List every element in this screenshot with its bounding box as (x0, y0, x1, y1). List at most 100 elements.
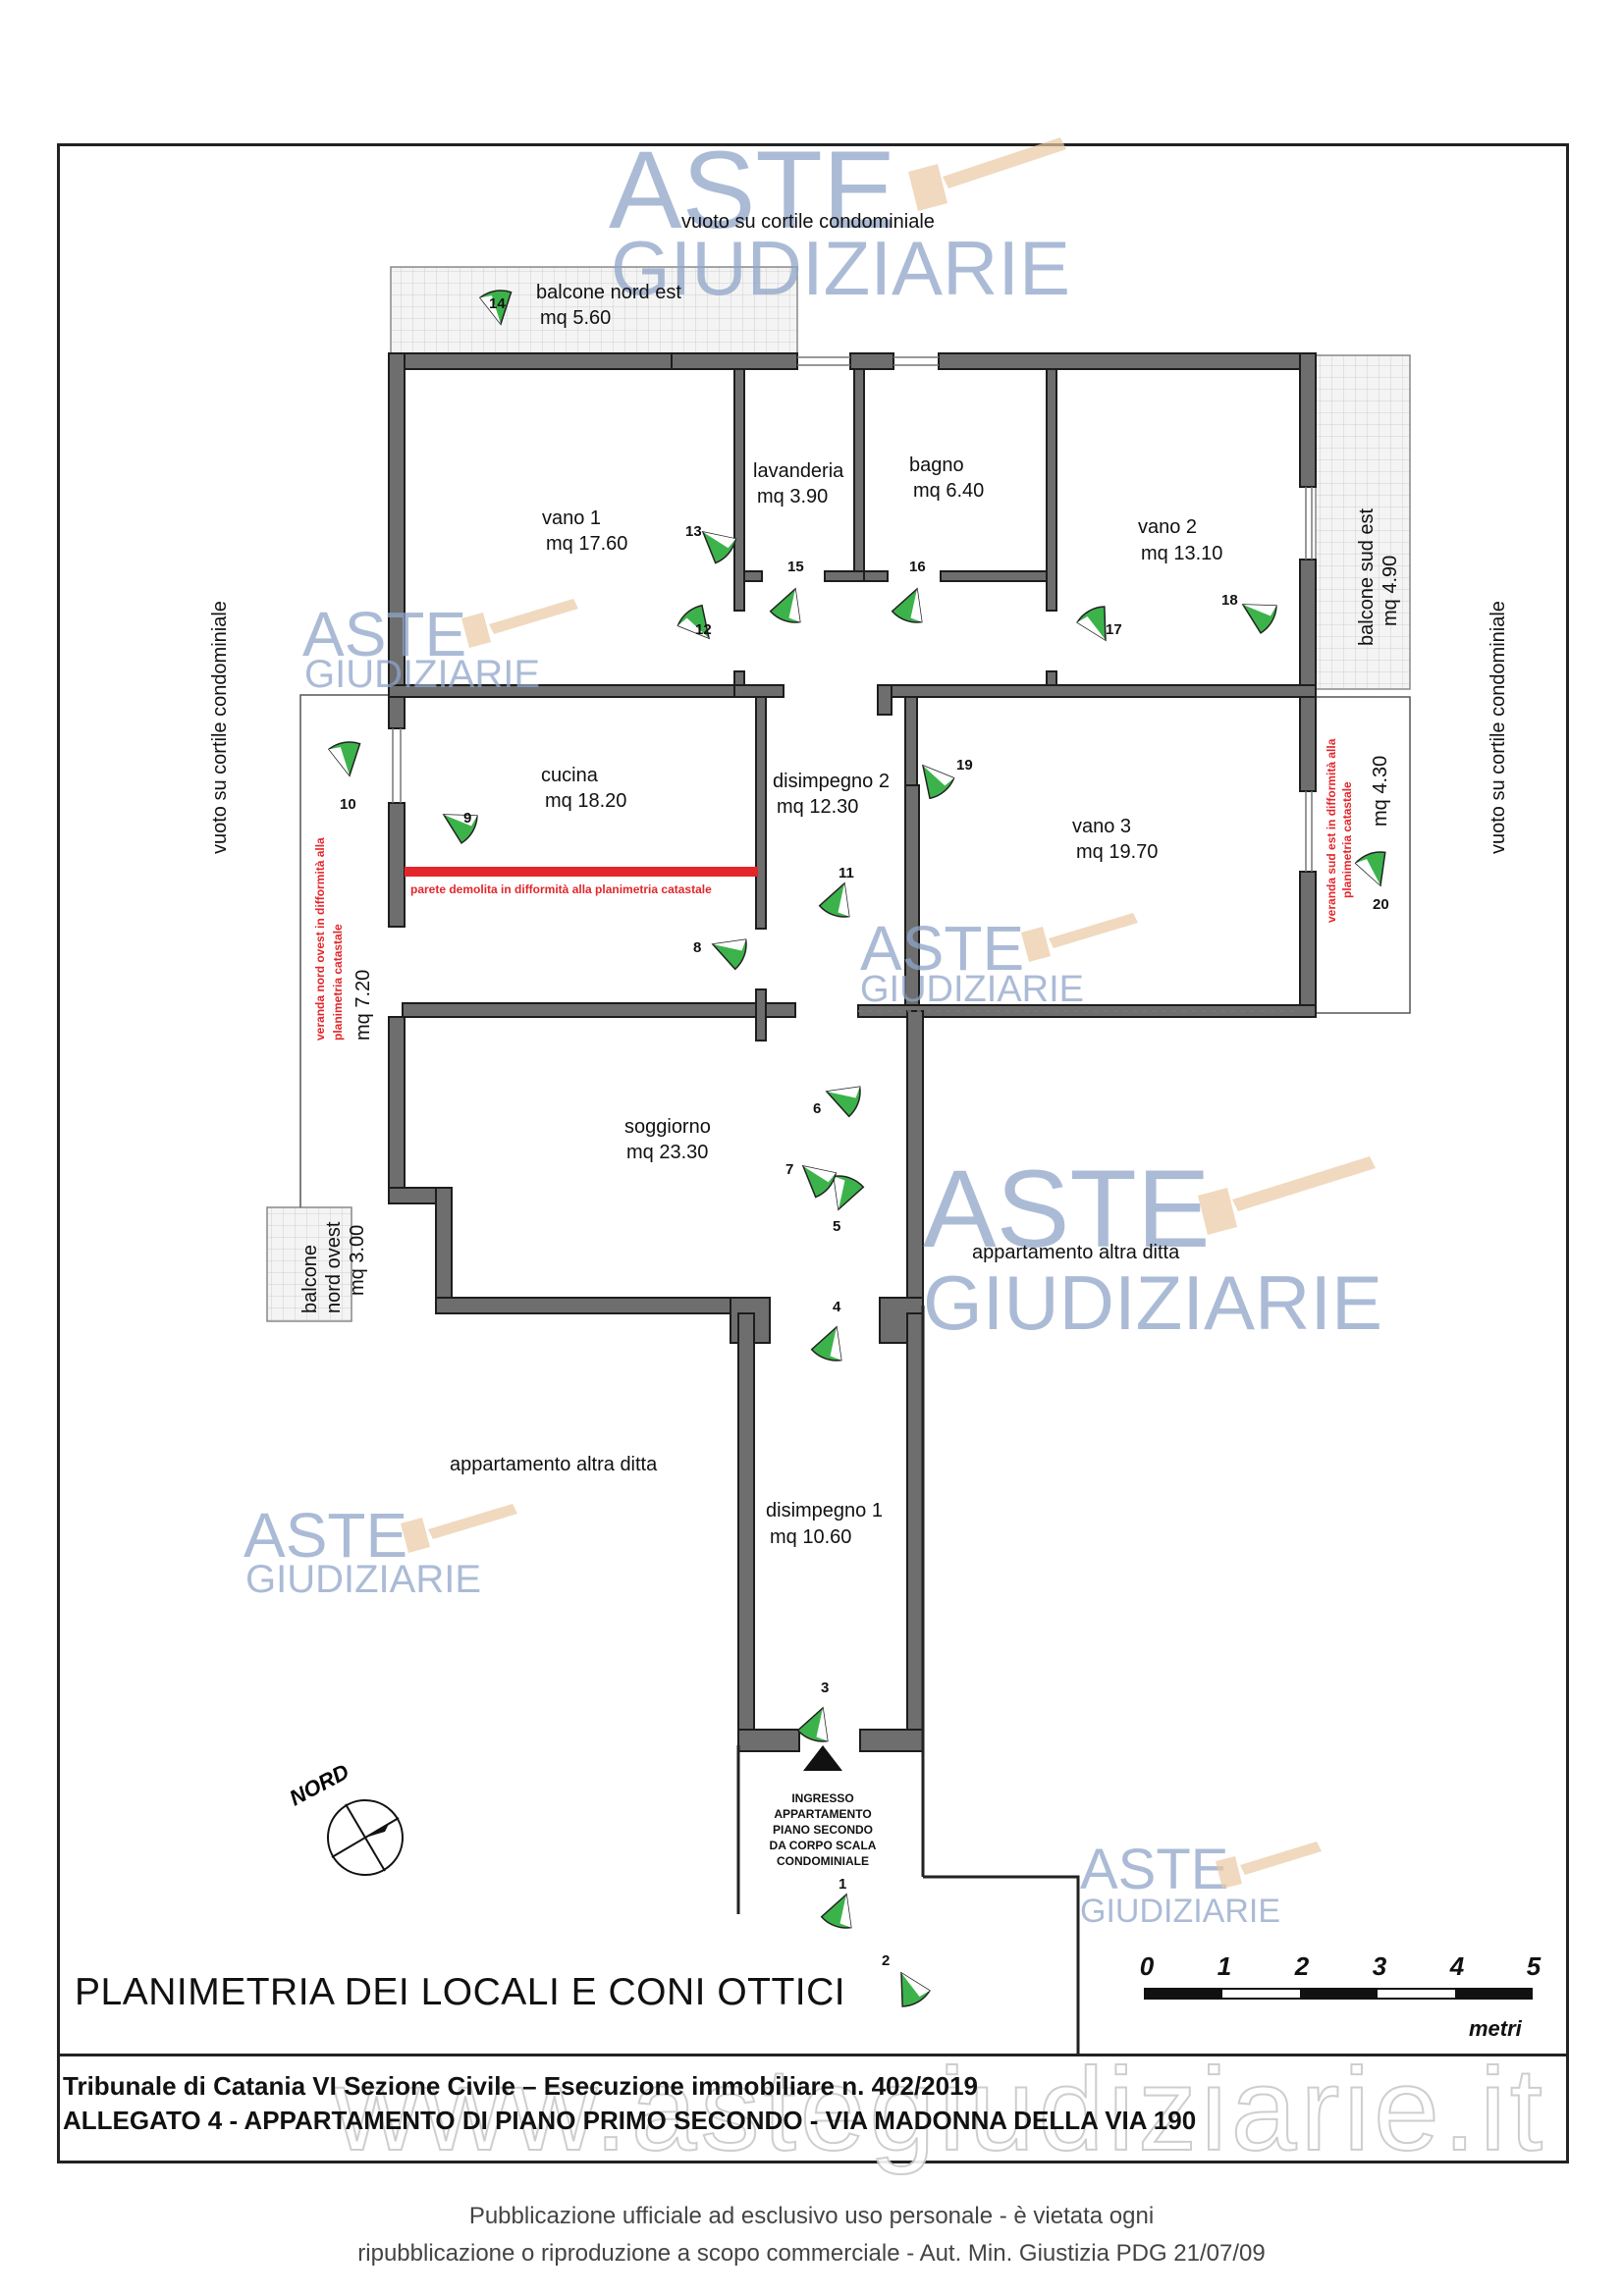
area-soggiorno: mq 23.30 (626, 1142, 708, 1163)
gavel-icon (908, 137, 1066, 211)
view-cone-number: 2 (882, 1952, 890, 1969)
view-cone-2: 2 (882, 1952, 931, 2007)
view-cone-number: 7 (785, 1161, 793, 1178)
area-veranda-se: mq 4.30 (1370, 756, 1391, 827)
view-cone-number: 3 (821, 1680, 829, 1696)
area-balcone-ne: mq 5.60 (540, 307, 611, 329)
label-vuoto-right: vuoto su cortile condominiale (1488, 601, 1509, 854)
view-cone-shade (816, 1708, 828, 1741)
label-balcone-ne: balcone nord est (536, 282, 681, 303)
gavel-icons (401, 137, 1376, 1889)
note-veranda-se-2: planimetria catastale (1340, 781, 1354, 898)
view-cone-16: 16 (891, 559, 926, 623)
area-balcone-se: mq 4.90 (1380, 556, 1401, 626)
scale-tick-1: 1 (1217, 1951, 1231, 1981)
view-cone-icon (810, 1325, 842, 1362)
scale-bar: 0 1 2 3 4 5 metri (1140, 1951, 1542, 2041)
view-cone-11: 11 (818, 865, 854, 918)
allegato-line: ALLEGATO 4 - APPARTAMENTO DI PIANO PRIMO… (63, 2106, 1197, 2135)
view-cone-number: 17 (1106, 621, 1122, 638)
view-cone-number: 11 (839, 865, 854, 881)
view-cone-shade (923, 766, 954, 786)
gavel-icon (1198, 1156, 1376, 1235)
title-separator (57, 2054, 1569, 2056)
entrance-arrow-icon (803, 1745, 842, 1771)
view-cone-icon (1241, 604, 1277, 634)
view-cone-shade (788, 589, 800, 622)
view-cone-number: 12 (695, 621, 712, 638)
view-cone-12: 12 (676, 604, 712, 640)
label-lavanderia: lavanderia (753, 460, 844, 482)
view-cone-20: 20 (1354, 851, 1389, 913)
parete-demolita-line (405, 867, 758, 877)
label-disimpegno2: disimpegno 2 (773, 771, 890, 792)
view-cone-shade (827, 1087, 860, 1098)
balcone-nord-ovest-area (266, 1206, 352, 1322)
area-veranda-no: mq 7.20 (352, 970, 374, 1041)
area-disimpegno2: mq 12.30 (777, 796, 858, 818)
view-cone-number: 13 (685, 523, 702, 540)
view-cone-shade (329, 747, 350, 775)
watermark-aste-6: ASTE (1080, 1838, 1229, 1901)
view-cone-number: 6 (813, 1100, 821, 1117)
watermark-aste-3: ASTE (860, 913, 1024, 984)
drawing-frame (57, 143, 1569, 2163)
watermark-giud-5: GIUDIZIARIE (245, 1558, 481, 1601)
compass-label: NORD (286, 1759, 353, 1811)
watermark-giud-4: GIUDIZIARIE (923, 1259, 1382, 1346)
watermark-giud-6: GIUDIZIARIE (1080, 1893, 1280, 1930)
watermark-website: www.astegiudiziarie.it (333, 2043, 1547, 2176)
label-balcone-no1: balcone (299, 1245, 321, 1313)
label-altra-ditta-left: appartamento altra ditta (450, 1454, 658, 1475)
watermark-giud-2: GIUDIZIARIE (304, 653, 540, 696)
watermark-aste-5: ASTE (243, 1500, 407, 1571)
north-compass: NORD (286, 1759, 404, 1876)
svg-text:INGRESSO: INGRESSO (791, 1791, 853, 1805)
area-cucina: mq 18.20 (545, 790, 626, 812)
note-veranda-se-1: veranda sud est in difformità alla (1325, 738, 1338, 923)
view-cone-shade (713, 939, 746, 951)
view-cone-13: 13 (685, 523, 737, 564)
note-veranda-no-1: veranda nord ovest in difformità alla (313, 837, 327, 1041)
watermark-aste-4: ASTE (923, 1148, 1211, 1270)
scale-tick-3: 3 (1373, 1951, 1387, 1981)
label-soggiorno: soggiorno (624, 1116, 711, 1138)
view-cone-number: 14 (489, 295, 506, 312)
view-cone-shade (677, 617, 709, 638)
view-cone-shade (834, 1176, 845, 1209)
view-cone-shade (444, 815, 477, 827)
view-cone-icon (921, 764, 955, 800)
view-cone-shade (803, 1166, 837, 1183)
view-cone-19: 19 (921, 757, 973, 800)
windows (392, 356, 1313, 1012)
watermark-aste-1: ASTE (609, 129, 896, 251)
view-cone-17: 17 (1076, 606, 1122, 642)
view-cone-icon (820, 1893, 852, 1929)
label-vano3: vano 3 (1072, 816, 1131, 837)
view-cone-shade (830, 1327, 841, 1361)
view-cone-shade (480, 295, 501, 324)
view-cone-icon (769, 587, 801, 623)
watermark-giud-3: GIUDIZIARIE (860, 969, 1084, 1010)
view-cone-shade (910, 589, 922, 622)
view-cone-10: 10 (327, 741, 361, 813)
view-cone-15: 15 (769, 559, 804, 623)
view-cone-18: 18 (1221, 592, 1277, 634)
view-cone-8: 8 (693, 938, 747, 971)
veranda-sud-est-outline (1316, 696, 1411, 1014)
label-vano1: vano 1 (542, 507, 601, 529)
label-cucina: cucina (541, 765, 599, 786)
view-cone-shade (838, 883, 849, 917)
area-balcone-no: mq 3.00 (347, 1225, 368, 1296)
footer-line-2: ripubblicazione o riproduzione a scopo c… (357, 2240, 1266, 2267)
label-balcone-se: balcone sud est (1356, 507, 1378, 646)
view-cone-number: 9 (463, 810, 471, 827)
label-bagno: bagno (909, 454, 964, 476)
view-cone-shade (1355, 859, 1380, 885)
view-cone-shade (703, 532, 736, 549)
view-cone-icon (676, 604, 711, 640)
view-cone-icon (825, 1086, 861, 1118)
label-vano2: vano 2 (1138, 516, 1197, 538)
gavel-icon (1021, 913, 1138, 962)
